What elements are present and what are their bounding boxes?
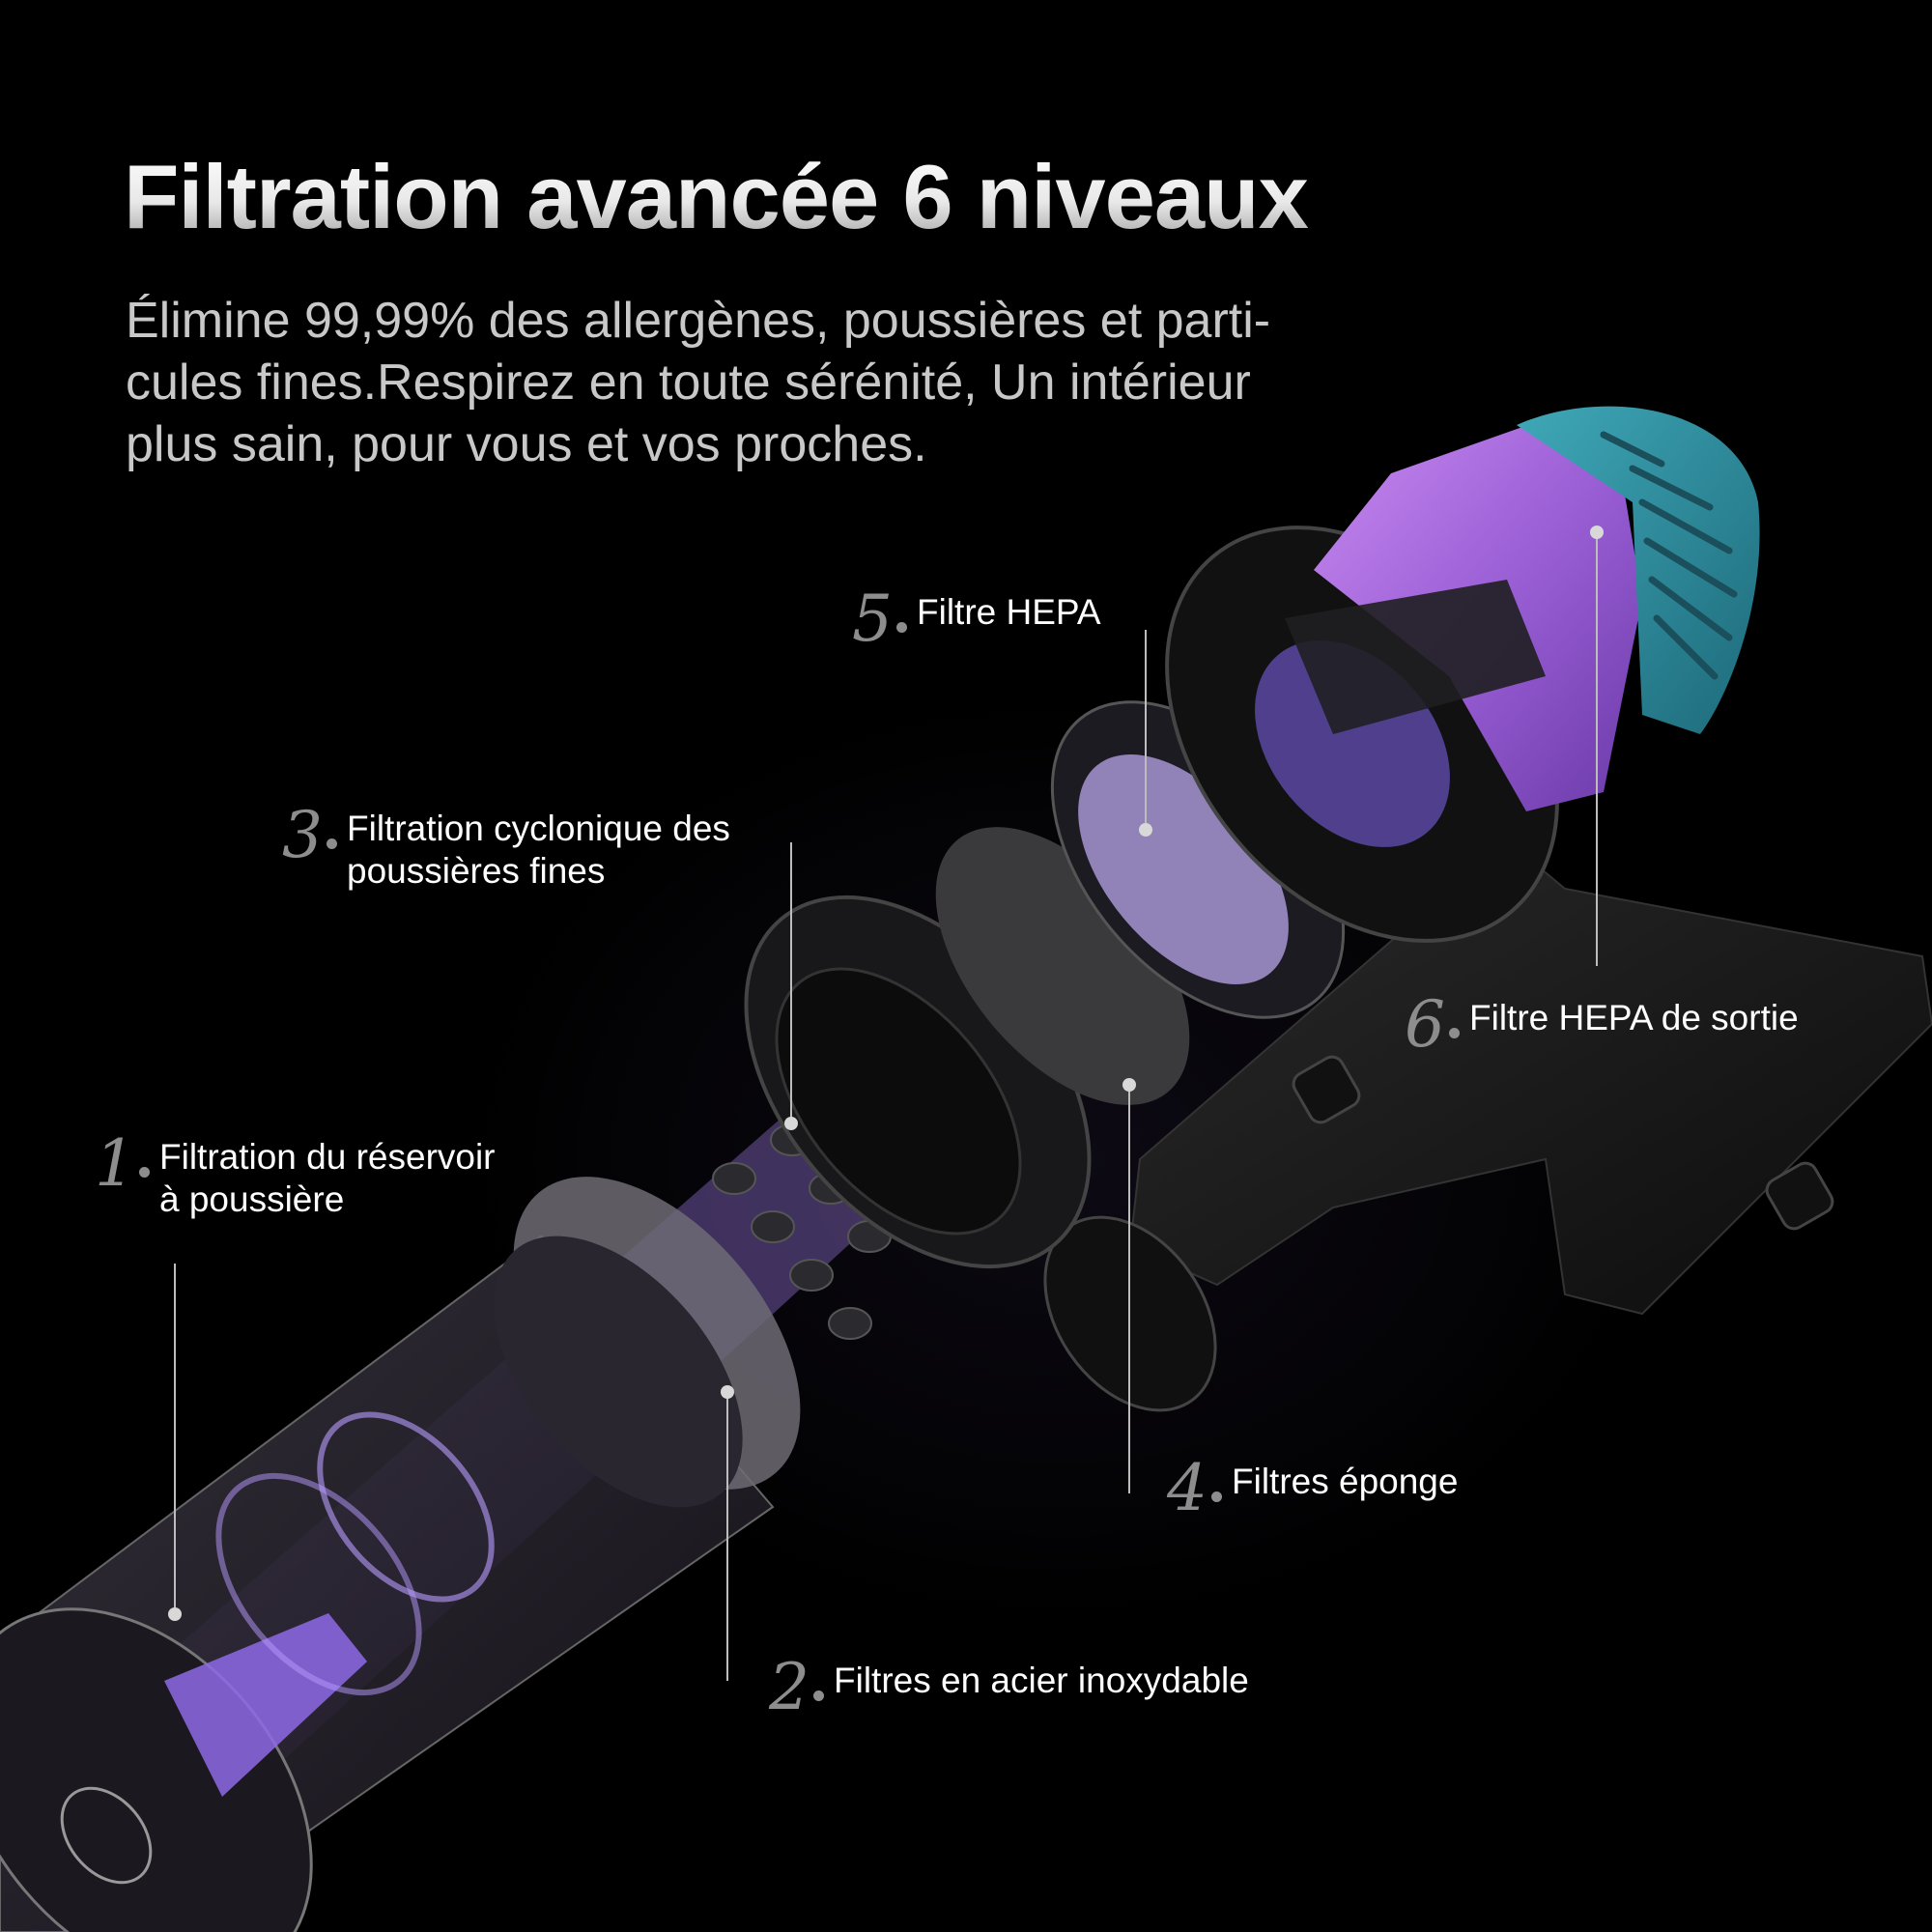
leader-line-2 (726, 1391, 728, 1681)
leader-line-6 (1596, 531, 1598, 966)
callout-label: Filtre HEPA de sortie (1469, 993, 1799, 1039)
callout-label: Filtration du réservoir à poussière (159, 1132, 496, 1221)
steel-mesh-filter (494, 1177, 801, 1508)
pin-6 (1590, 526, 1604, 539)
callout-label: Filtre HEPA (917, 587, 1101, 634)
exhaust-cap (1517, 406, 1760, 734)
page-title: Filtration avancée 6 niveaux (124, 146, 1309, 247)
callout-label: Filtration cyclonique des poussières fin… (347, 804, 730, 893)
pin-4 (1122, 1078, 1136, 1092)
handle-body (1043, 838, 1932, 1412)
callout-label: Filtres en acier inoxydable (834, 1656, 1249, 1702)
callout-6: 6 Filtre HEPA de sortie (1405, 993, 1799, 1057)
callout-line: Filtration du réservoir (159, 1137, 496, 1177)
motor-housing (1165, 415, 1642, 943)
callout-line: Filtres éponge (1232, 1462, 1459, 1501)
callout-line: Filtration cyclonique des (347, 809, 730, 848)
callout-number: 6 (1405, 987, 1445, 1062)
pin-5 (1139, 823, 1152, 837)
callout-2: 2 Filtres en acier inoxydable (769, 1656, 1249, 1719)
bullet-dot-icon (1449, 1028, 1460, 1038)
leader-line-1 (174, 1264, 176, 1611)
bullet-dot-icon (896, 622, 907, 633)
callout-line: poussières fines (347, 851, 606, 891)
callout-label: Filtres éponge (1232, 1457, 1458, 1503)
bullet-dot-icon (139, 1167, 150, 1178)
subtitle-paragraph: Élimine 99,99% des allergènes, poussière… (126, 290, 1381, 475)
bullet-dot-icon (327, 838, 337, 849)
leader-line-3 (790, 842, 792, 1122)
callout-number: 3 (282, 798, 323, 872)
pin-3 (784, 1117, 798, 1130)
callout-number: 4 (1167, 1451, 1208, 1525)
pin-1 (168, 1607, 182, 1621)
bullet-dot-icon (813, 1690, 824, 1701)
callout-line: Filtres en acier inoxydable (834, 1661, 1249, 1700)
callout-number: 1 (95, 1126, 135, 1201)
callout-number: 2 (769, 1650, 810, 1724)
subtitle-line: cules fines.Respirez en toute sérénité, … (126, 355, 1251, 411)
bullet-dot-icon (1211, 1492, 1222, 1502)
sponge-filter (935, 827, 1190, 1105)
subtitle-line: Élimine 99,99% des allergènes, poussière… (126, 293, 1271, 349)
leader-line-4 (1128, 1084, 1130, 1493)
subtitle-line: plus sain, pour vous et vos proches. (126, 416, 927, 472)
pin-2 (721, 1385, 734, 1399)
callout-line: Filtre HEPA de sortie (1469, 998, 1799, 1037)
callout-number: 5 (852, 582, 893, 656)
callout-line: Filtre HEPA (917, 592, 1101, 632)
callout-1: 1 Filtration du réservoir à poussière (95, 1132, 496, 1221)
leader-line-5 (1145, 630, 1147, 831)
callout-4: 4 Filtres éponge (1167, 1457, 1458, 1520)
callout-3: 3 Filtration cyclonique des poussières f… (282, 804, 730, 893)
callout-5: 5 Filtre HEPA (852, 587, 1101, 651)
callout-line: à poussière (159, 1179, 345, 1219)
